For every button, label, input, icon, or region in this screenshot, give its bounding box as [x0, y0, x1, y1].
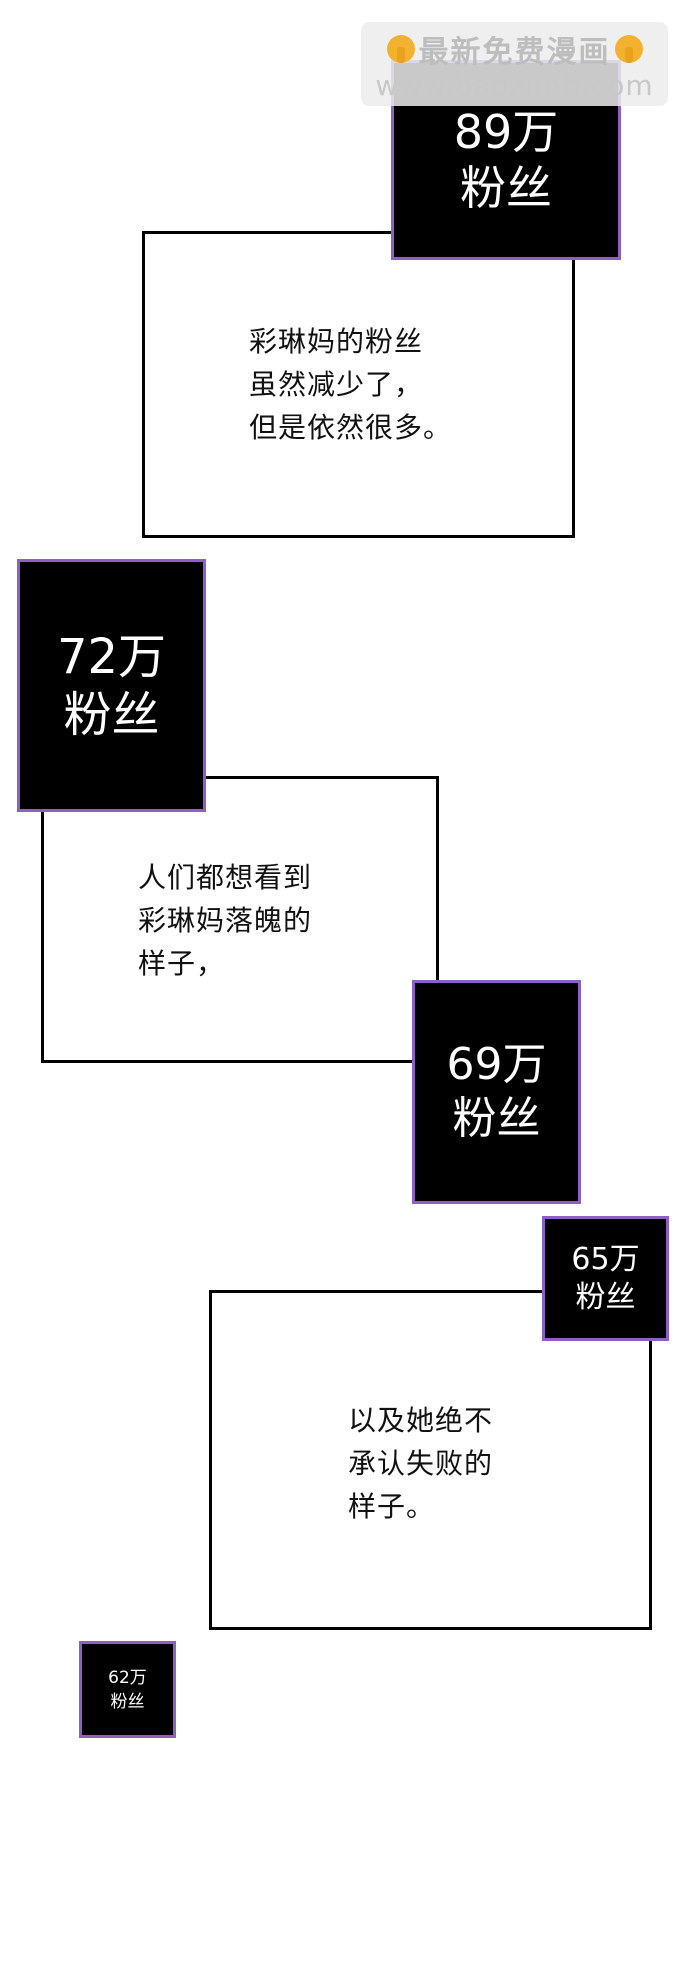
caption-panel-3 [209, 1290, 652, 1630]
caption-panel-1 [142, 231, 575, 538]
fan-count-number: 72万 [56, 628, 167, 685]
fan-count-number: 89万 [453, 105, 559, 159]
fan-count-box-69: 69万 粉丝 [412, 980, 581, 1204]
fan-count-unit: 粉丝 [110, 1691, 145, 1712]
pointing-hand-icon [614, 35, 643, 63]
fan-count-unit: 粉丝 [452, 1093, 541, 1144]
caption-text-3: 以及她绝不 承认失败的 样子。 [348, 1404, 494, 1523]
watermark-url: www.baozimh.com [375, 69, 654, 102]
fan-count-number: 69万 [446, 1039, 547, 1090]
fan-count-unit: 粉丝 [575, 1279, 636, 1315]
fan-count-box-65: 65万 粉丝 [542, 1216, 669, 1341]
watermark-title: 最新免费漫画 [418, 35, 611, 70]
fan-count-number: 65万 [571, 1241, 640, 1277]
fan-count-unit: 粉丝 [63, 686, 160, 743]
fan-count-number: 62万 [108, 1667, 147, 1688]
watermark: 最新免费漫画 www.baozimh.com [361, 22, 668, 106]
caption-panel-2 [41, 776, 439, 1063]
pointing-hand-icon [386, 35, 415, 63]
fan-count-box-72: 72万 粉丝 [17, 559, 206, 812]
fan-count-box-62: 62万 粉丝 [79, 1641, 176, 1738]
caption-text-2: 人们都想看到 彩琳妈落魄的 样子， [138, 861, 313, 980]
fan-count-unit: 粉丝 [460, 161, 552, 215]
caption-text-1: 彩琳妈的粉丝 虽然减少了， 但是依然很多。 [249, 325, 453, 444]
